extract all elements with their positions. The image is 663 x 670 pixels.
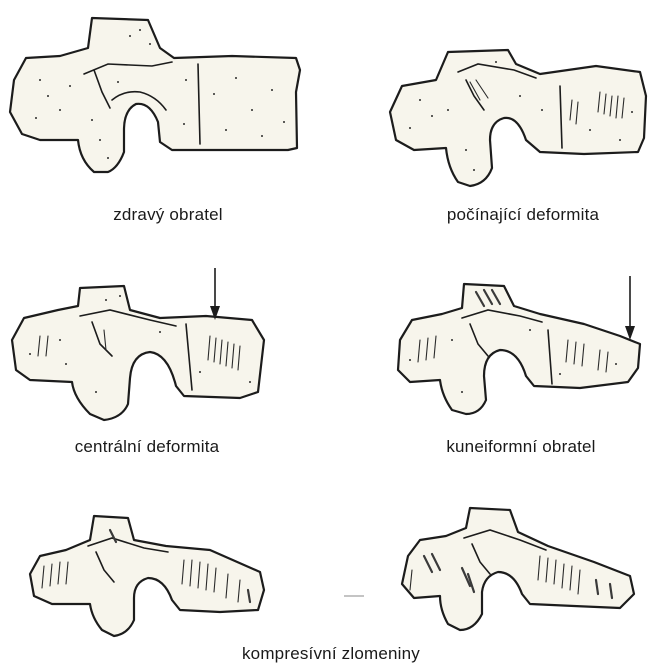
caption-central-deformity: centrální deformita — [32, 437, 262, 457]
caption-cuneiform-vertebra: kuneiformní obratel — [416, 437, 626, 457]
compression-fracture-left-drawing — [30, 516, 264, 636]
caption-compression-fractures: kompresívní zlomeniny — [211, 644, 451, 664]
caption-incipient-deformity: počínající deformita — [418, 205, 628, 225]
caption-healthy-vertebra: zdravý obratel — [78, 205, 258, 225]
cuneiform-vertebra-drawing — [398, 276, 640, 414]
healthy-vertebra-drawing — [10, 18, 300, 172]
central-deformity-drawing — [12, 268, 264, 420]
incipient-deformity-drawing — [390, 50, 646, 186]
compression-fracture-right-drawing — [402, 508, 634, 630]
